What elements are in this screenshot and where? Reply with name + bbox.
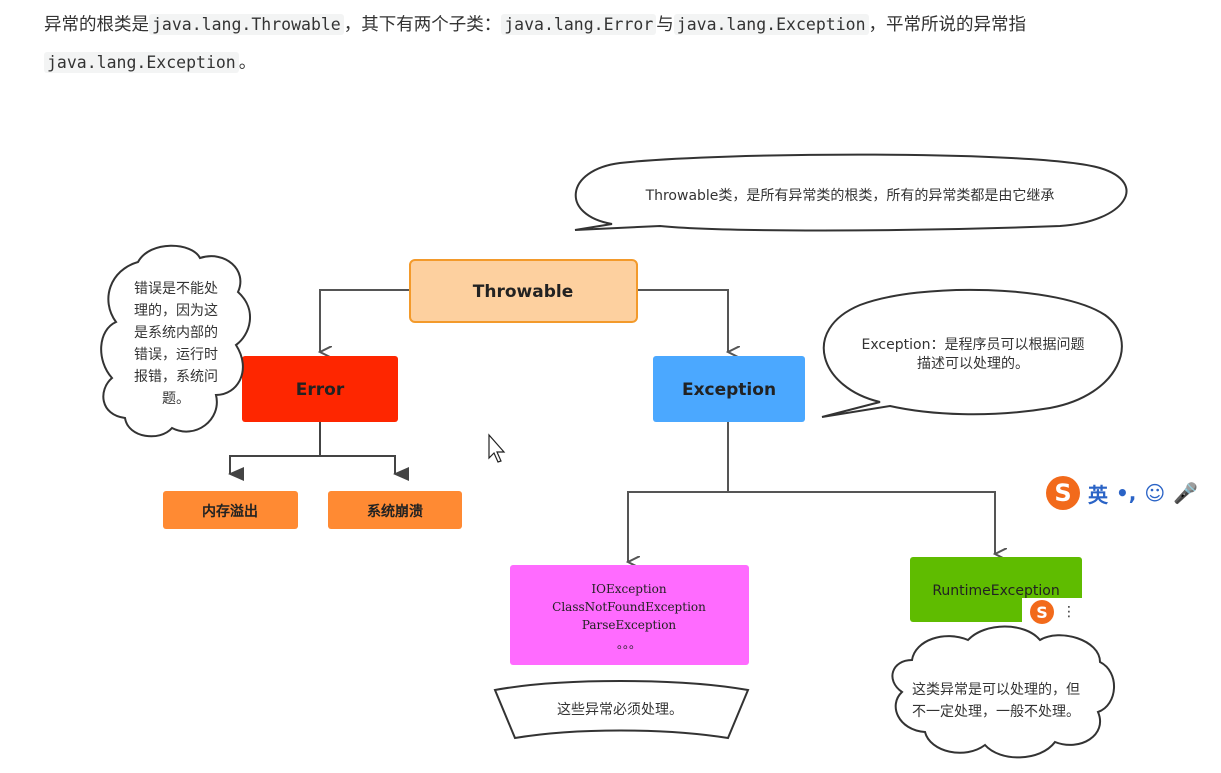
inline-code-error: java.lang.Error — [501, 14, 657, 35]
runtime-cloud-line-1: 这类异常是可以处理的，但 — [912, 681, 1080, 698]
exception-callout-line-1: Exception：是程序员可以根据问题 — [862, 337, 1085, 353]
throwable-node — [409, 259, 638, 323]
runtime-cloud-line-2: 不一定处理，一般不处理。 — [912, 704, 1080, 720]
inline-code-exception: java.lang.Exception — [673, 14, 869, 35]
intro-text-5: 。 — [238, 53, 257, 73]
exception-node — [653, 356, 805, 422]
exception-callout-line-2: 描述可以处理的。 — [917, 356, 1029, 372]
error-cloud-bubble — [100, 244, 252, 438]
connector-exception-children — [628, 421, 729, 562]
intro-text-3: 与 — [656, 15, 674, 35]
oom-node — [163, 491, 298, 529]
exception-label: Exception — [682, 380, 776, 400]
throwable-callout-text: Throwable类，是所有异常类的根类，所有的异常类都是由它继承 — [645, 187, 1055, 204]
crash-label: 系统崩溃 — [367, 503, 423, 520]
connector-exception-runtime — [728, 491, 995, 554]
inline-code-throwable: java.lang.Throwable — [149, 14, 344, 35]
ime-language-toggle[interactable]: 英 — [1088, 482, 1108, 507]
checked-callout-text: 这些异常必须处理。 — [557, 701, 683, 718]
error-cloud-line-5: 报错，系统问 — [134, 369, 218, 385]
ime-mini-toolbar[interactable]: S ⋮ — [1022, 598, 1090, 626]
checked-line-3: ParseException — [582, 618, 677, 632]
checked-callout-banner — [493, 680, 750, 740]
connector-throwable-error — [320, 289, 410, 352]
error-label: Error — [296, 380, 345, 400]
microphone-icon[interactable]: 🎤 — [1173, 481, 1199, 505]
exception-callout-bubble — [821, 288, 1123, 418]
error-cloud-line-6: 题。 — [162, 391, 190, 407]
error-cloud-line-3: 是系统内部的 — [134, 325, 218, 341]
checked-line-1: IOException — [591, 582, 666, 596]
sogou-mini-logo-icon[interactable]: S — [1030, 600, 1054, 624]
emoji-icon[interactable]: ☺ — [1144, 481, 1166, 505]
connector-throwable-exception — [637, 289, 728, 352]
connector-error-children — [228, 421, 409, 481]
intro-text-2: ，其下有两个子类： — [343, 15, 502, 35]
oom-label: 内存溢出 — [202, 503, 258, 520]
runtime-cloud-bubble — [891, 625, 1115, 759]
ime-menu-caret-icon[interactable]: ⋮ — [1062, 604, 1076, 620]
crash-node — [328, 491, 462, 529]
checked-line-4: 。。。 — [617, 637, 641, 651]
inline-code-exception-2: java.lang.Exception — [44, 52, 239, 73]
error-node — [242, 356, 398, 422]
ime-toolbar[interactable]: S 英 •, ☺ 🎤 — [1046, 474, 1221, 512]
error-cloud-line-2: 理的，因为这 — [134, 302, 218, 319]
runtime-exception-label: RuntimeException — [932, 583, 1059, 599]
intro-text-1: 异常的根类是 — [44, 15, 149, 35]
mouse-cursor-icon — [488, 433, 506, 463]
checked-exceptions-node — [510, 565, 749, 665]
error-cloud-line-1: 错误是不能处 — [134, 281, 218, 297]
error-cloud-line-4: 错误，运行时 — [134, 347, 218, 363]
intro-text-4: ，平常所说的异常指 — [868, 15, 1027, 35]
connector-lines — [320, 289, 995, 562]
sogou-logo-icon[interactable]: S — [1046, 476, 1080, 510]
throwable-callout-bubble — [574, 153, 1128, 232]
throwable-label: Throwable — [473, 282, 573, 302]
punctuation-icon[interactable]: •, — [1116, 481, 1137, 505]
checked-line-2: ClassNotFoundException — [552, 600, 706, 614]
